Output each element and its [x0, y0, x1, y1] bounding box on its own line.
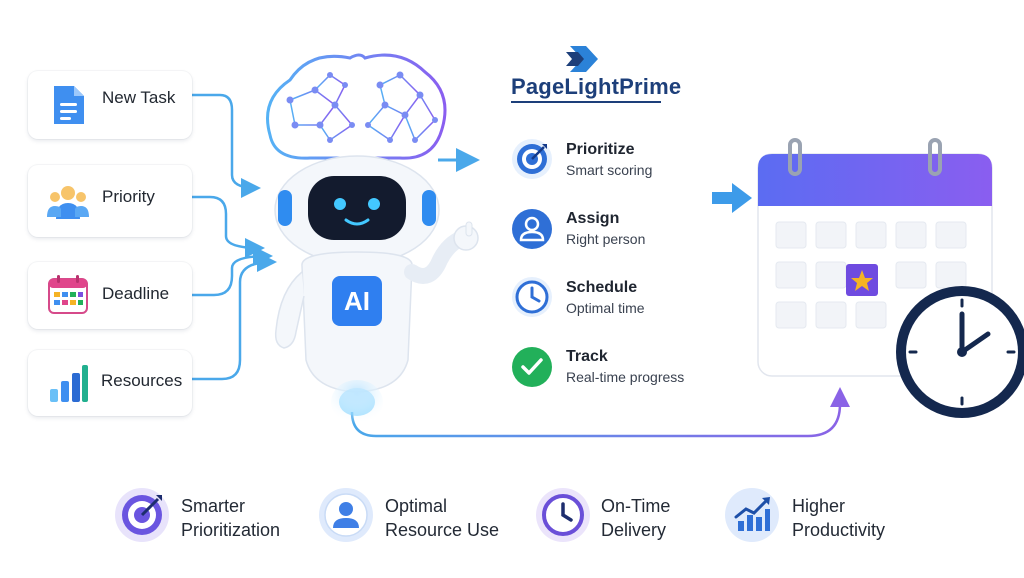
brand-name: PageLightPrime [511, 74, 682, 99]
document-icon [54, 86, 84, 124]
calendar-grid-icon [48, 275, 88, 314]
input-card-priority: Priority [28, 165, 192, 237]
star-icon [851, 270, 873, 291]
benefit-line1: Smarter [181, 496, 246, 516]
person-icon [512, 209, 552, 249]
wall-clock-icon [896, 286, 1024, 418]
step-title: Track [566, 348, 608, 365]
person-icon [319, 488, 373, 542]
robot-chest-label: AI [344, 285, 370, 316]
people-icon [47, 186, 89, 219]
input-card-resources: Resources [28, 350, 192, 416]
benefit-label: On-Time Delivery [601, 494, 670, 542]
input-card-new-task: New Task [28, 71, 192, 139]
input-card-deadline: Deadline [28, 262, 192, 329]
bar-chart-icon [50, 365, 88, 402]
flow-deadline [192, 246, 273, 297]
flow-priority [192, 195, 265, 258]
target-icon [512, 139, 552, 179]
brand-underline [511, 101, 661, 103]
input-label: Deadline [102, 284, 170, 303]
benefit-line1: Higher [792, 496, 846, 516]
benefit-label: Optimal Resource Use [385, 494, 499, 542]
flow-robot-to-calendar [350, 387, 850, 438]
benefit-line1: Optimal [385, 496, 448, 516]
flow-resources [192, 252, 277, 381]
flow-steps-to-calendar [712, 183, 752, 213]
input-label: Resources [101, 371, 183, 390]
target-icon [115, 488, 169, 542]
flow-new-task [192, 93, 261, 198]
input-label: New Task [102, 88, 176, 107]
calendar-illustration [757, 138, 1024, 418]
step-subtitle: Right person [566, 231, 646, 247]
benefit-line1: On-Time [601, 496, 671, 516]
step-subtitle: Real-time progress [566, 369, 685, 385]
step-title: Prioritize [566, 141, 635, 158]
step-title: Assign [566, 210, 620, 227]
benefit-line2: Delivery [601, 520, 667, 540]
clock-icon [536, 488, 590, 542]
growth-chart-icon [725, 488, 779, 542]
benefit-line2: Productivity [792, 520, 886, 540]
benefit-label: Higher Productivity [792, 494, 885, 542]
ai-robot-illustration [266, 53, 479, 424]
benefit-line2: Prioritization [181, 520, 281, 540]
brand-logo-icon [566, 46, 598, 72]
check-icon [512, 347, 552, 387]
step-subtitle: Optimal time [566, 300, 645, 316]
step-subtitle: Smart scoring [566, 162, 653, 178]
brain-icon [266, 53, 447, 160]
benefit-line2: Resource Use [385, 520, 500, 540]
input-label: Priority [102, 187, 155, 206]
clock-icon [512, 277, 552, 317]
benefit-label: Smarter Prioritization [181, 494, 280, 542]
step-title: Schedule [566, 279, 638, 296]
